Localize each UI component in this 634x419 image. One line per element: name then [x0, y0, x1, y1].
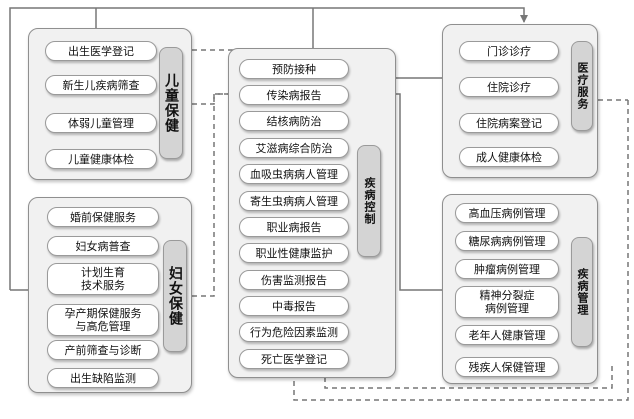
- medical-service-label: 医疗服务: [571, 41, 593, 131]
- medical-service-group: 门诊诊疗 住院诊疗 住院病案登记 成人健康体检 医疗服务: [442, 24, 598, 178]
- item-injury-monitoring[interactable]: 伤害监测报告: [239, 270, 349, 290]
- item-diabetes[interactable]: 糖尿病病例管理: [455, 231, 559, 251]
- item-inpatient-record[interactable]: 住院病案登记: [459, 113, 559, 133]
- item-parasitic-disease[interactable]: 寄生虫病病人管理: [239, 191, 349, 211]
- item-elderly-health[interactable]: 老年人健康管理: [455, 325, 559, 345]
- disease-management-group: 高血压病例管理 糖尿病病例管理 肿瘤病例管理 精神分裂症 病例管理 老年人健康管…: [442, 194, 598, 384]
- item-vaccination[interactable]: 预防接种: [239, 59, 349, 79]
- bottom-right-inner-line: [324, 366, 613, 389]
- item-child-checkup[interactable]: 儿童健康体检: [45, 149, 157, 169]
- item-behavior-risk-monitoring[interactable]: 行为危险因素监测: [239, 322, 349, 342]
- item-prenatal-screening[interactable]: 产前筛查与诊断: [47, 340, 159, 360]
- item-tumor[interactable]: 肿瘤病例管理: [455, 259, 559, 279]
- item-occupational-health[interactable]: 职业性健康监护: [239, 243, 349, 263]
- item-birth-registration[interactable]: 出生医学登记: [45, 41, 157, 61]
- item-inpatient[interactable]: 住院诊疗: [459, 77, 559, 97]
- women-to-report-line: [192, 93, 236, 297]
- item-newborn-screening[interactable]: 新生儿疾病筛查: [45, 75, 157, 95]
- item-disabled-care[interactable]: 残疾人保健管理: [455, 357, 559, 377]
- item-frail-child-management[interactable]: 体弱儿童管理: [45, 113, 157, 133]
- disease-control-group: 预防接种 传染病报告 结核病防治 艾滋病综合防治 血吸虫病病人管理 寄生虫病病人…: [228, 48, 396, 378]
- item-premarital-care[interactable]: 婚前保健服务: [47, 207, 159, 227]
- item-hypertension[interactable]: 高血压病例管理: [455, 203, 559, 223]
- item-poisoning-report[interactable]: 中毒报告: [239, 296, 349, 316]
- item-outpatient[interactable]: 门诊诊疗: [459, 41, 559, 61]
- backbone-line: [9, 7, 528, 290]
- item-aids-control[interactable]: 艾滋病综合防治: [239, 138, 349, 158]
- women-health-label: 妇女保健: [163, 240, 187, 352]
- child-health-label: 儿童保健: [159, 47, 183, 159]
- item-birth-defect-monitoring[interactable]: 出生缺陷监测: [47, 368, 159, 388]
- item-death-registration[interactable]: 死亡医学登记: [239, 349, 349, 369]
- disease-control-label: 疾病控制: [357, 145, 381, 257]
- item-infectious-disease-report[interactable]: 传染病报告: [239, 85, 349, 105]
- item-women-disease-survey[interactable]: 妇女病普查: [47, 236, 159, 256]
- item-tuberculosis-control[interactable]: 结核病防治: [239, 111, 349, 131]
- women-health-group: 婚前保健服务 妇女病普查 计划生育 技术服务 孕产期保健服务 与高危管理 产前筛…: [28, 197, 192, 393]
- item-schizophrenia[interactable]: 精神分裂症 病例管理: [455, 286, 559, 318]
- item-occupational-disease-report[interactable]: 职业病报告: [239, 217, 349, 237]
- item-family-planning[interactable]: 计划生育 技术服务: [47, 263, 159, 295]
- item-pregnancy-care[interactable]: 孕产期保健服务 与高危管理: [47, 304, 159, 336]
- disease-management-label: 疾病管理: [571, 237, 593, 347]
- item-schistosomiasis[interactable]: 血吸虫病病人管理: [239, 164, 349, 184]
- item-adult-checkup[interactable]: 成人健康体检: [459, 147, 559, 167]
- child-health-group: 出生医学登记 新生儿疾病筛查 体弱儿童管理 儿童健康体检 儿童保健: [28, 28, 192, 180]
